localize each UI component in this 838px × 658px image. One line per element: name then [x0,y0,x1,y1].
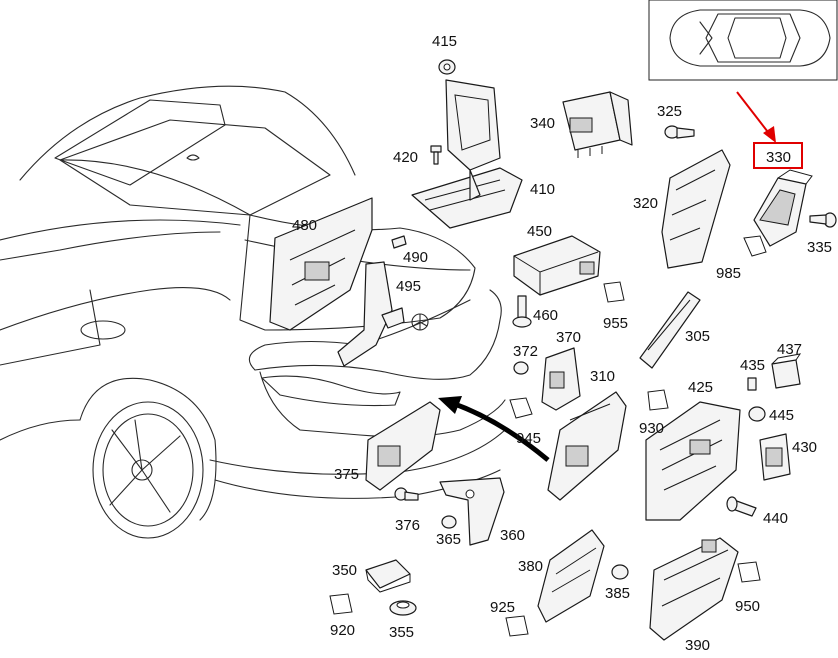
part-310-module [547,391,627,501]
part-385-nut [611,564,629,580]
part-437-relay [771,353,802,389]
part-420-screw [430,145,442,165]
label-305: 305 [685,328,710,345]
label-495: 495 [396,278,421,295]
label-376: 376 [395,517,420,534]
label-490: 490 [403,249,428,266]
part-360-bracket [439,477,505,546]
label-410: 410 [530,181,555,198]
part-450-control-unit [513,235,601,296]
part-340-module [562,91,633,158]
part-480-bracket [269,197,373,331]
part-375-module [365,401,441,491]
part-495-bracket [337,261,405,367]
part-370-module [541,347,581,411]
connector-930 [647,389,669,411]
label-375: 375 [334,466,359,483]
label-420: 420 [393,149,418,166]
label-925: 925 [490,599,515,616]
label-330: 330 [766,149,791,166]
label-450: 450 [527,223,552,240]
part-355-clip [389,600,417,616]
label-325: 325 [657,103,682,120]
label-437: 437 [777,341,802,358]
label-460: 460 [533,307,558,324]
label-415: 415 [432,33,457,50]
label-350: 350 [332,562,357,579]
label-440: 440 [763,510,788,527]
label-945: 945 [516,430,541,447]
highlight-arrow [736,91,776,143]
label-435: 435 [740,357,765,374]
label-985: 985 [716,265,741,282]
part-305-rail [639,291,701,369]
label-340: 340 [530,115,555,132]
part-350-module [365,559,411,593]
part-365-nut [441,515,457,529]
label-920: 920 [330,622,355,639]
label-445: 445 [769,407,794,424]
connector-985 [743,235,767,257]
label-360: 360 [500,527,525,544]
label-372: 372 [513,343,538,360]
connector-955 [603,281,625,303]
part-435-fuse [747,377,757,391]
part-415-nut [438,59,456,75]
label-955: 955 [603,315,628,332]
part-390-module [649,537,739,641]
part-325-screw [664,125,695,139]
part-430-relay [759,433,791,481]
label-370: 370 [556,329,581,346]
label-320: 320 [633,195,658,212]
part-320-bracket [661,149,731,269]
part-376-screw [394,487,419,501]
top-view-inset [648,0,838,81]
label-365: 365 [436,531,461,548]
part-445-nut [748,406,766,422]
label-335: 335 [807,239,832,256]
part-372-nut [513,361,529,375]
label-430: 430 [792,439,817,456]
part-410-bracket [411,79,523,229]
part-425-fuse-box [645,401,741,521]
part-460-bolt [512,295,532,328]
highlight-box-330 [753,142,803,169]
direction-arrow [438,396,550,462]
label-390: 390 [685,637,710,654]
part-335-screw [809,212,837,228]
label-480: 480 [292,217,317,234]
connector-925 [505,615,529,637]
label-385: 385 [605,585,630,602]
part-330-control-unit [753,169,813,247]
connector-920 [329,593,353,615]
label-930: 930 [639,420,664,437]
label-425: 425 [688,379,713,396]
connector-950 [737,561,761,583]
label-950: 950 [735,598,760,615]
label-380: 380 [518,558,543,575]
car-body-outline [0,85,506,539]
part-490-screw [391,235,407,249]
part-380-module [537,529,605,623]
part-440-bolt [726,496,757,517]
label-310: 310 [590,368,615,385]
connector-945 [509,397,533,419]
label-355: 355 [389,624,414,641]
